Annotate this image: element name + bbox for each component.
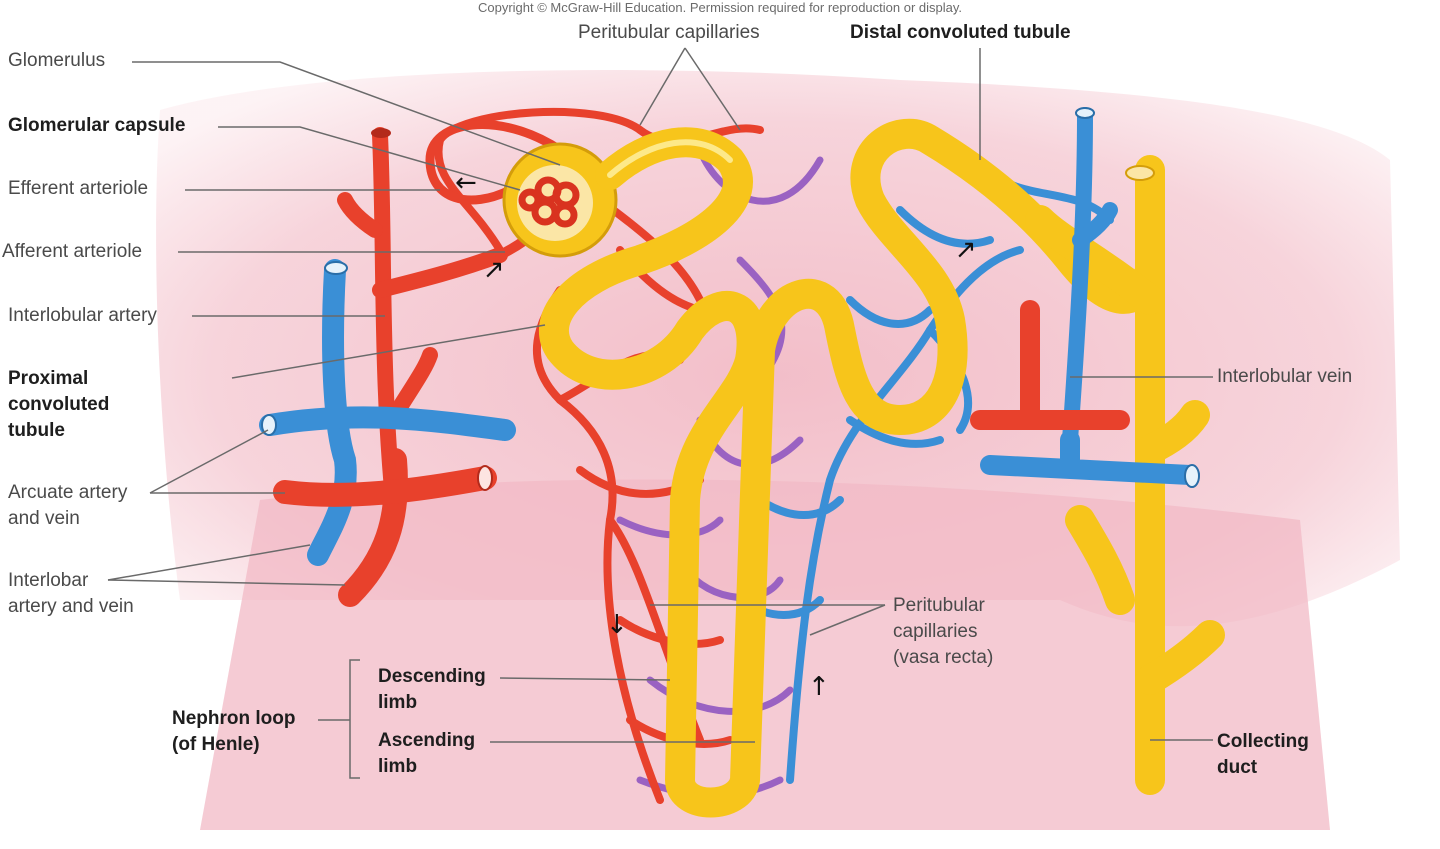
right-arcuate-artery xyxy=(970,300,1130,430)
tubule-highlight xyxy=(607,139,733,178)
interlobular-vein-opening xyxy=(1075,107,1095,119)
label-ascending-limb: Ascending limb xyxy=(378,730,476,777)
right-arcuate-vein-opening xyxy=(1184,464,1200,488)
label-glomerulus: Glomerulus xyxy=(8,50,106,71)
label-interlobular-vein: Interlobular vein xyxy=(1217,366,1353,387)
label-vasa-recta: Peritubular capillaries (vasa recta) xyxy=(893,595,994,668)
interlobular-vein xyxy=(1062,107,1118,448)
flow-arrow-icon: ↑ xyxy=(808,672,830,702)
label-peritubular-capillaries-top: Peritubular capillaries xyxy=(578,22,760,43)
arcuate-vein-opening xyxy=(261,414,277,436)
interlobar-artery xyxy=(273,448,497,607)
copyright-notice: Copyright © McGraw-Hill Education. Permi… xyxy=(477,0,963,15)
label-glomerular-capsule: Glomerular capsule xyxy=(8,115,186,136)
interlobar-vein xyxy=(259,259,516,566)
medulla-tissue xyxy=(200,479,1330,830)
label-arcuate-artery-vein: Arcuate artery and vein xyxy=(8,482,128,529)
label-nephron-loop: Nephron loop (of Henle) xyxy=(172,708,296,755)
arcuate-artery-opening xyxy=(477,465,493,491)
renal-tubule xyxy=(539,118,1225,818)
label-interlobular-artery: Interlobular artery xyxy=(8,305,157,326)
interlobular-artery-opening xyxy=(371,128,391,138)
efferent-arteriole xyxy=(425,120,565,205)
flow-arrow-icon: ↓ xyxy=(606,610,628,640)
label-proximal-convoluted-tubule: Proximal convoluted tubule xyxy=(8,368,110,441)
collecting-duct-opening xyxy=(1125,165,1155,181)
glomerulus xyxy=(518,176,580,228)
label-collecting-duct: Collecting duct xyxy=(1217,731,1309,778)
interlobar-vein-opening xyxy=(324,261,348,275)
label-afferent-arteriole: Afferent arteriole xyxy=(2,241,143,262)
leader-lines xyxy=(107,47,1213,779)
label-efferent-arteriole: Efferent arteriole xyxy=(8,178,149,199)
label-descending-limb: Descending limb xyxy=(378,666,486,713)
label-distal-convoluted-tubule: Distal convoluted tubule xyxy=(850,22,1071,43)
label-interlobar-artery-vein: Interlobar artery and vein xyxy=(8,570,134,617)
right-arcuate-vein xyxy=(980,430,1200,485)
flow-arrow-icon: ← xyxy=(455,168,477,198)
